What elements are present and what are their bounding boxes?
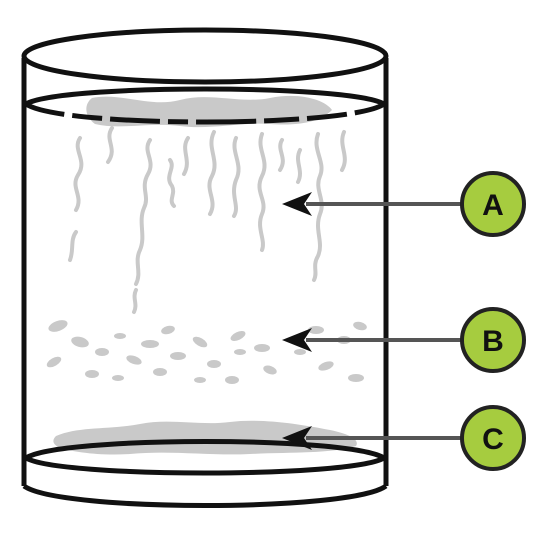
- water-surface-front: [24, 101, 386, 125]
- pointer-a: [282, 192, 462, 216]
- beaker-rim: [21, 27, 389, 85]
- suspended-particles: [46, 320, 367, 384]
- pointer-c: [282, 426, 462, 450]
- beaker-bottom-back: [24, 439, 386, 461]
- pointer-b: [282, 328, 462, 352]
- label-badge-a: A: [460, 171, 526, 237]
- label-a-text: A: [482, 189, 504, 222]
- label-c-text: C: [482, 423, 504, 456]
- water-surface-back: [24, 86, 386, 107]
- stringy-material: [68, 126, 347, 314]
- bottom-sediment-layer: [53, 420, 357, 455]
- label-b-text: B: [482, 325, 504, 358]
- label-badge-c: C: [460, 405, 526, 471]
- beaker-base: [22, 483, 388, 508]
- beaker-bottom-front: [24, 455, 386, 476]
- label-badge-b: B: [460, 307, 526, 373]
